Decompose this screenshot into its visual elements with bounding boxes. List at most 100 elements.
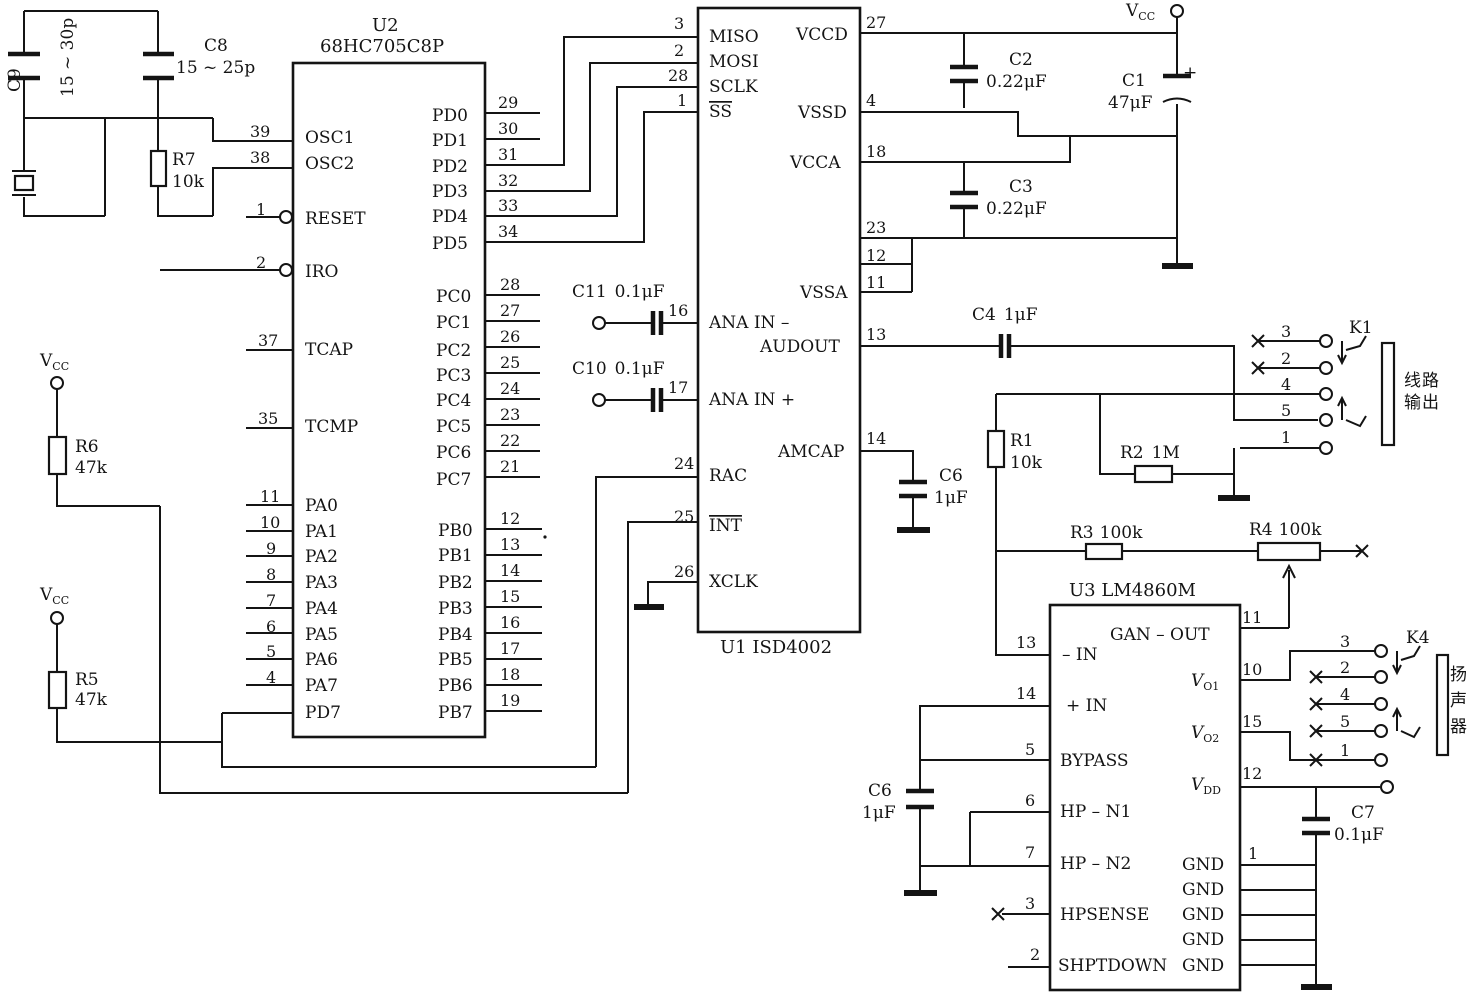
c3-capacitor <box>950 190 978 210</box>
ana-in-minus-terminal <box>592 316 606 330</box>
u3-pin-number: 12 <box>1242 764 1262 783</box>
u1-pin-number: 11 <box>866 273 886 292</box>
u2-pin-number: 12 <box>500 509 520 528</box>
u2-pin-number: 27 <box>500 301 520 320</box>
k1-caption: 线 <box>1404 371 1421 391</box>
r1-value: 10k <box>1010 453 1043 473</box>
u1-pin-name: SS <box>709 102 732 122</box>
u2-pin-number: 10 <box>260 513 280 532</box>
u1-pin-number: 18 <box>866 142 886 161</box>
u3-pin-name: GND <box>1182 855 1224 875</box>
polarity-plus-icon: + <box>1183 63 1197 83</box>
u2-pin-name: PB1 <box>438 546 473 566</box>
u2-pin-number: 5 <box>266 642 276 661</box>
u2-pin-number: 32 <box>498 171 518 190</box>
u3-pin-name: HPSENSE <box>1060 905 1149 925</box>
u1-pin-number: 14 <box>866 429 886 448</box>
r3-resistor <box>1084 542 1124 561</box>
u3-pin-number: 11 <box>1242 608 1262 627</box>
u2-pin-name: PA0 <box>305 496 338 516</box>
u3-pin-number: 1 <box>1248 844 1258 863</box>
r4-potentiometer <box>1256 541 1322 562</box>
k1-caption: 输 <box>1404 393 1421 413</box>
u3-pin-name: + IN <box>1066 696 1107 716</box>
u2-pin-lines <box>246 112 542 712</box>
u1-pin-number: 1 <box>677 91 687 110</box>
c8-capacitor <box>143 51 174 81</box>
vcc-label: VCC <box>39 585 69 607</box>
u2-pin-name: PB2 <box>438 573 473 593</box>
u2-pin-name: PC3 <box>436 366 471 386</box>
u3-pin-number: 3 <box>1025 894 1035 913</box>
k1-pin-number: 2 <box>1281 349 1291 368</box>
u2-pin-number: 31 <box>498 145 518 164</box>
u1-pin-number: 2 <box>674 41 684 60</box>
u2-pin-name: PA7 <box>305 676 338 696</box>
u2-pin-number: 4 <box>266 668 276 687</box>
u3-pin-name: GAN – OUT <box>1110 625 1210 645</box>
u2-pin-number: 38 <box>250 148 270 167</box>
c9-value: 15 ~ 30p <box>58 18 78 97</box>
u1-pin-name: RAC <box>709 466 747 486</box>
u1-pin-number: 28 <box>668 66 688 85</box>
u2-pin-name: PA4 <box>305 599 338 619</box>
u3-pin-name: GND <box>1182 880 1224 900</box>
c7-capacitor <box>1302 816 1330 836</box>
r7-value: 10k <box>172 172 205 192</box>
k4-pin-number: 2 <box>1340 658 1350 677</box>
u2-pin-number: 16 <box>500 613 520 632</box>
u2-pin-number: 39 <box>250 122 270 141</box>
u2-pin-name: PA1 <box>305 522 338 542</box>
u2-pin-name: PB0 <box>438 521 473 541</box>
u3-pin-name: BYPASS <box>1060 751 1129 771</box>
u3-pin-name: VDD <box>1191 775 1221 797</box>
u2-pin-number: 18 <box>500 665 520 684</box>
c9-capacitor <box>8 51 40 81</box>
vcc-label: VCC <box>1125 1 1155 23</box>
r6-value: 47k <box>75 458 108 478</box>
c7-value: 0.1μF <box>1334 825 1384 845</box>
u2-pin-name: PB7 <box>438 703 473 723</box>
c8-value: 15 ~ 25p <box>176 58 255 78</box>
u1-pin-name: XCLK <box>709 572 758 592</box>
u3-pin-number: 7 <box>1025 843 1035 862</box>
c6-amcap-capacitor <box>899 479 927 499</box>
u2-pin-number: 14 <box>500 561 520 580</box>
u2-pin-name: PA3 <box>305 573 338 593</box>
u3-pin-number: 2 <box>1030 945 1040 964</box>
u1-pin-number: 26 <box>674 562 694 581</box>
u2-pin-name: OSC1 <box>305 128 354 148</box>
c6-amcap-value: 1μF <box>934 488 968 508</box>
c3-label: C3 <box>1009 177 1033 197</box>
u2-pin-name: PB4 <box>438 625 473 645</box>
c4-capacitor <box>998 334 1012 358</box>
u2-pin-number: 22 <box>500 431 520 450</box>
u2-pin-number: 28 <box>500 275 520 294</box>
u2-pin-name: PC7 <box>436 470 471 490</box>
u1-pin-name: VCCA <box>789 153 841 173</box>
u1-pin-number: 25 <box>674 507 694 526</box>
u2-pin-name: PA6 <box>305 650 338 670</box>
u1-pin-number: 17 <box>668 378 688 397</box>
u1-pin-name: ANA IN – <box>708 313 789 333</box>
u2-pin-name: PC1 <box>436 313 471 333</box>
u2-pin-name: PD0 <box>432 106 468 126</box>
u1-pin-name: VCCD <box>795 25 848 45</box>
c6-amcap-label: C6 <box>939 466 963 486</box>
u2-pin-number: 6 <box>266 617 276 636</box>
u2-pin-number: 15 <box>500 587 520 606</box>
k1-jack <box>1100 334 1396 455</box>
u1-pin-name: INT <box>709 516 743 536</box>
u3-pin-name: HP – N2 <box>1060 854 1131 874</box>
r6-resistor <box>47 435 68 476</box>
u1-power-wiring <box>859 17 1178 293</box>
c6-bypass-capacitor <box>906 788 934 810</box>
u3-right-wiring <box>1240 650 1380 985</box>
k4-caption: 器 <box>1450 717 1467 737</box>
u2-pin-number: 21 <box>500 457 520 476</box>
u3-pin-name: GND <box>1182 905 1224 925</box>
k4-pin-number: 4 <box>1340 685 1350 704</box>
